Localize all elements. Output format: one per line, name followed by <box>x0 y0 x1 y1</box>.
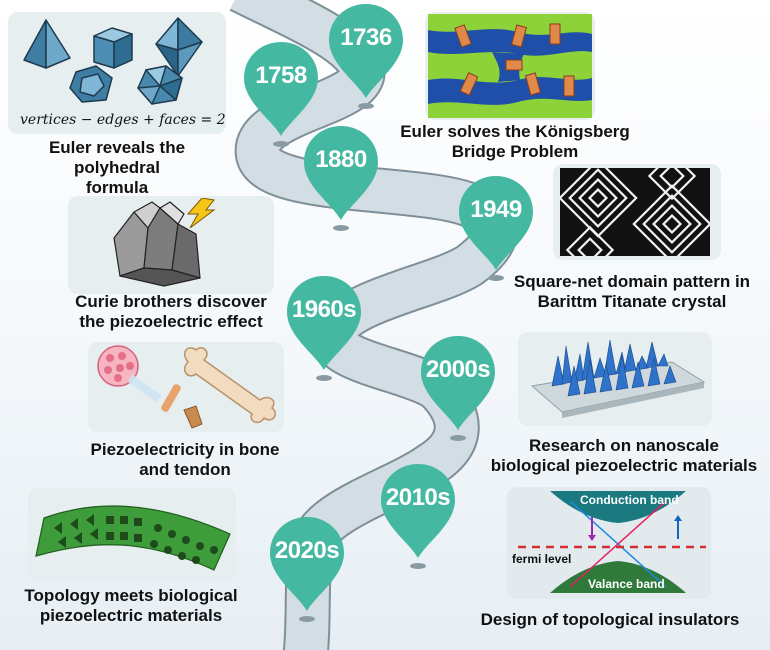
map-pin-icon <box>287 276 361 381</box>
pin-1960s: 1960s <box>281 274 367 384</box>
domain-pattern-icon <box>560 168 710 256</box>
lightning-icon <box>186 198 216 228</box>
lattice-strip-icon <box>35 505 231 571</box>
pin-1736: 1736 <box>323 2 409 112</box>
map-pin-icon <box>270 517 344 622</box>
map-pin-icon <box>421 336 495 441</box>
pin-2000s: 2000s <box>415 334 501 444</box>
pin-1758: 1758 <box>238 40 324 150</box>
valence-band-label: Valance band <box>588 577 665 591</box>
pin-year-label: 1949 <box>470 196 522 223</box>
pin-2010s: 2010s <box>375 462 461 572</box>
band-diagram-icon <box>518 491 706 593</box>
pin-year-label: 1758 <box>255 62 307 89</box>
pin-year-label: 1960s <box>291 296 357 323</box>
pin-year-label: 2010s <box>385 484 451 511</box>
map-pin-icon <box>459 176 533 281</box>
pin-1880: 1880 <box>298 124 384 234</box>
pin-2020s: 2020s <box>264 515 350 625</box>
pin-year-label: 2020s <box>274 537 340 564</box>
bone-tendon-icon <box>97 345 276 429</box>
caption-2010s: Design of topological insulators <box>480 610 740 629</box>
bridge-map-icon <box>428 14 592 118</box>
crystal-icon <box>113 201 201 287</box>
map-pin-icon <box>329 4 403 109</box>
map-pin-icon <box>244 42 318 147</box>
conduction-band-label: Conduction band <box>580 493 679 507</box>
polyhedra-icon <box>23 17 203 105</box>
fermi-level-label: fermi level <box>512 552 572 566</box>
polyhedral-formula: vertices − edges + faces = 2 <box>20 112 226 128</box>
pin-year-label: 2000s <box>425 356 491 383</box>
pin-1949: 1949 <box>453 174 539 284</box>
pin-year-label: 1736 <box>340 24 392 51</box>
pin-year-label: 1880 <box>315 146 367 173</box>
nanostructure-icon <box>530 339 706 418</box>
map-pin-icon <box>304 126 378 231</box>
map-pin-icon <box>381 464 455 569</box>
